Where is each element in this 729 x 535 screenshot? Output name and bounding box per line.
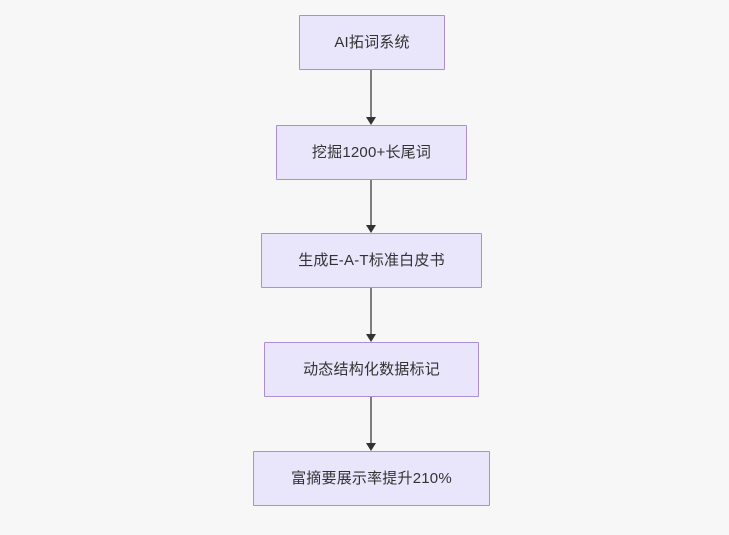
arrowhead-icon: [366, 443, 376, 451]
node-label: 生成E-A-T标准白皮书: [298, 251, 445, 269]
edge-line: [370, 180, 372, 225]
edge-line: [370, 70, 372, 117]
arrowhead-icon: [366, 117, 376, 125]
edge-line: [370, 397, 372, 443]
flowchart-node-mine-longtail-keywords[interactable]: 挖掘1200+长尾词: [276, 125, 467, 180]
flowchart-node-rich-snippet-impression-lift[interactable]: 富摘要展示率提升210%: [253, 451, 490, 506]
arrowhead-icon: [366, 225, 376, 233]
flowchart-node-dynamic-structured-data-markup[interactable]: 动态结构化数据标记: [264, 342, 479, 397]
arrowhead-icon: [366, 334, 376, 342]
edge-line: [370, 288, 372, 334]
flowchart-node-ai-keyword-system[interactable]: AI拓词系统: [299, 15, 445, 70]
flowchart-node-generate-eat-whitepaper[interactable]: 生成E-A-T标准白皮书: [261, 233, 482, 288]
node-label: 动态结构化数据标记: [303, 360, 440, 378]
node-label: AI拓词系统: [334, 33, 410, 51]
node-label: 挖掘1200+长尾词: [311, 143, 432, 161]
node-label: 富摘要展示率提升210%: [291, 469, 452, 487]
